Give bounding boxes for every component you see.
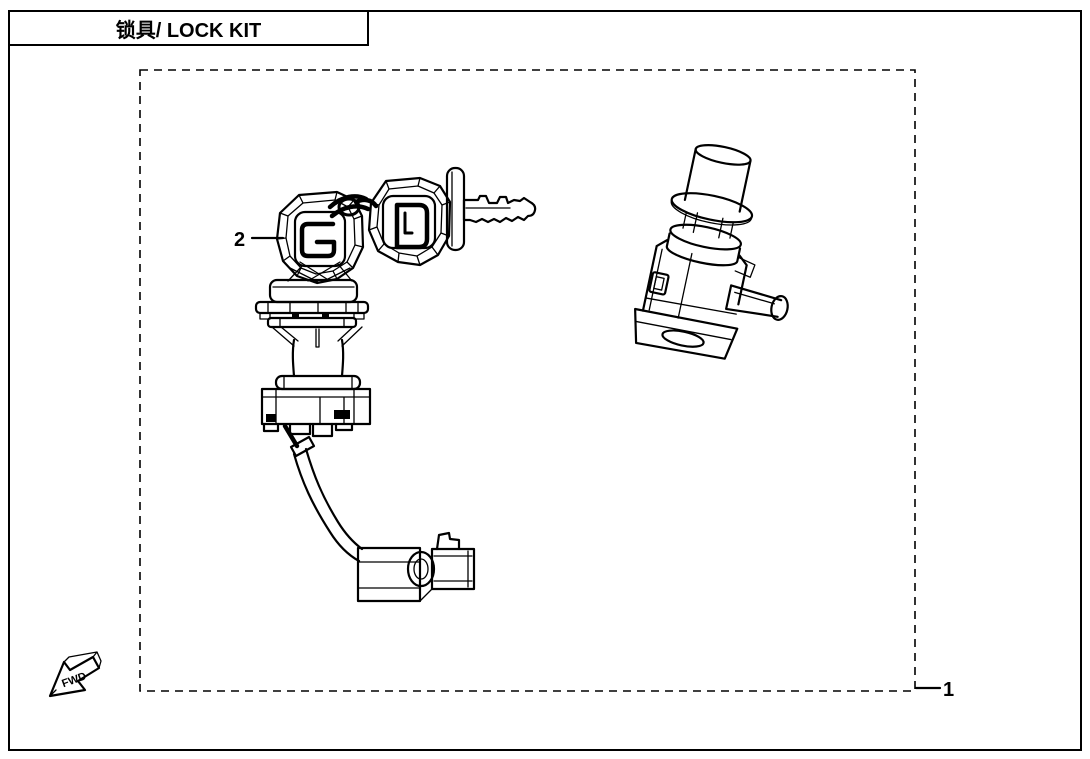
title-box: 锁具/ LOCK KIT	[8, 10, 369, 46]
callout-1-label: 1	[943, 679, 954, 701]
lock-wire	[282, 423, 364, 563]
wire-connector	[356, 531, 476, 603]
brand-logo-back-icon	[394, 202, 430, 250]
connector-latch	[435, 531, 461, 551]
lock-kit-boundary	[139, 69, 916, 692]
actuator-window	[648, 271, 670, 296]
key-head-back	[367, 176, 452, 267]
page-title: 锁具/ LOCK KIT	[115, 19, 262, 42]
key-ring	[327, 194, 379, 219]
fwd-arrow-icon	[48, 655, 101, 698]
key-blade	[462, 194, 537, 224]
ignition-lock-assembly	[254, 166, 537, 603]
actuator-pin	[725, 284, 789, 321]
steering-lock-actuator	[634, 144, 789, 360]
brand-logo-g-icon	[299, 221, 337, 259]
callout-2-label: 2	[234, 229, 245, 251]
callout-2: 2	[234, 229, 285, 251]
fwd-marker: FWD	[48, 651, 102, 698]
callout-1: 1	[914, 679, 954, 701]
page-border	[8, 10, 1082, 751]
lock-cylinder	[254, 278, 372, 438]
